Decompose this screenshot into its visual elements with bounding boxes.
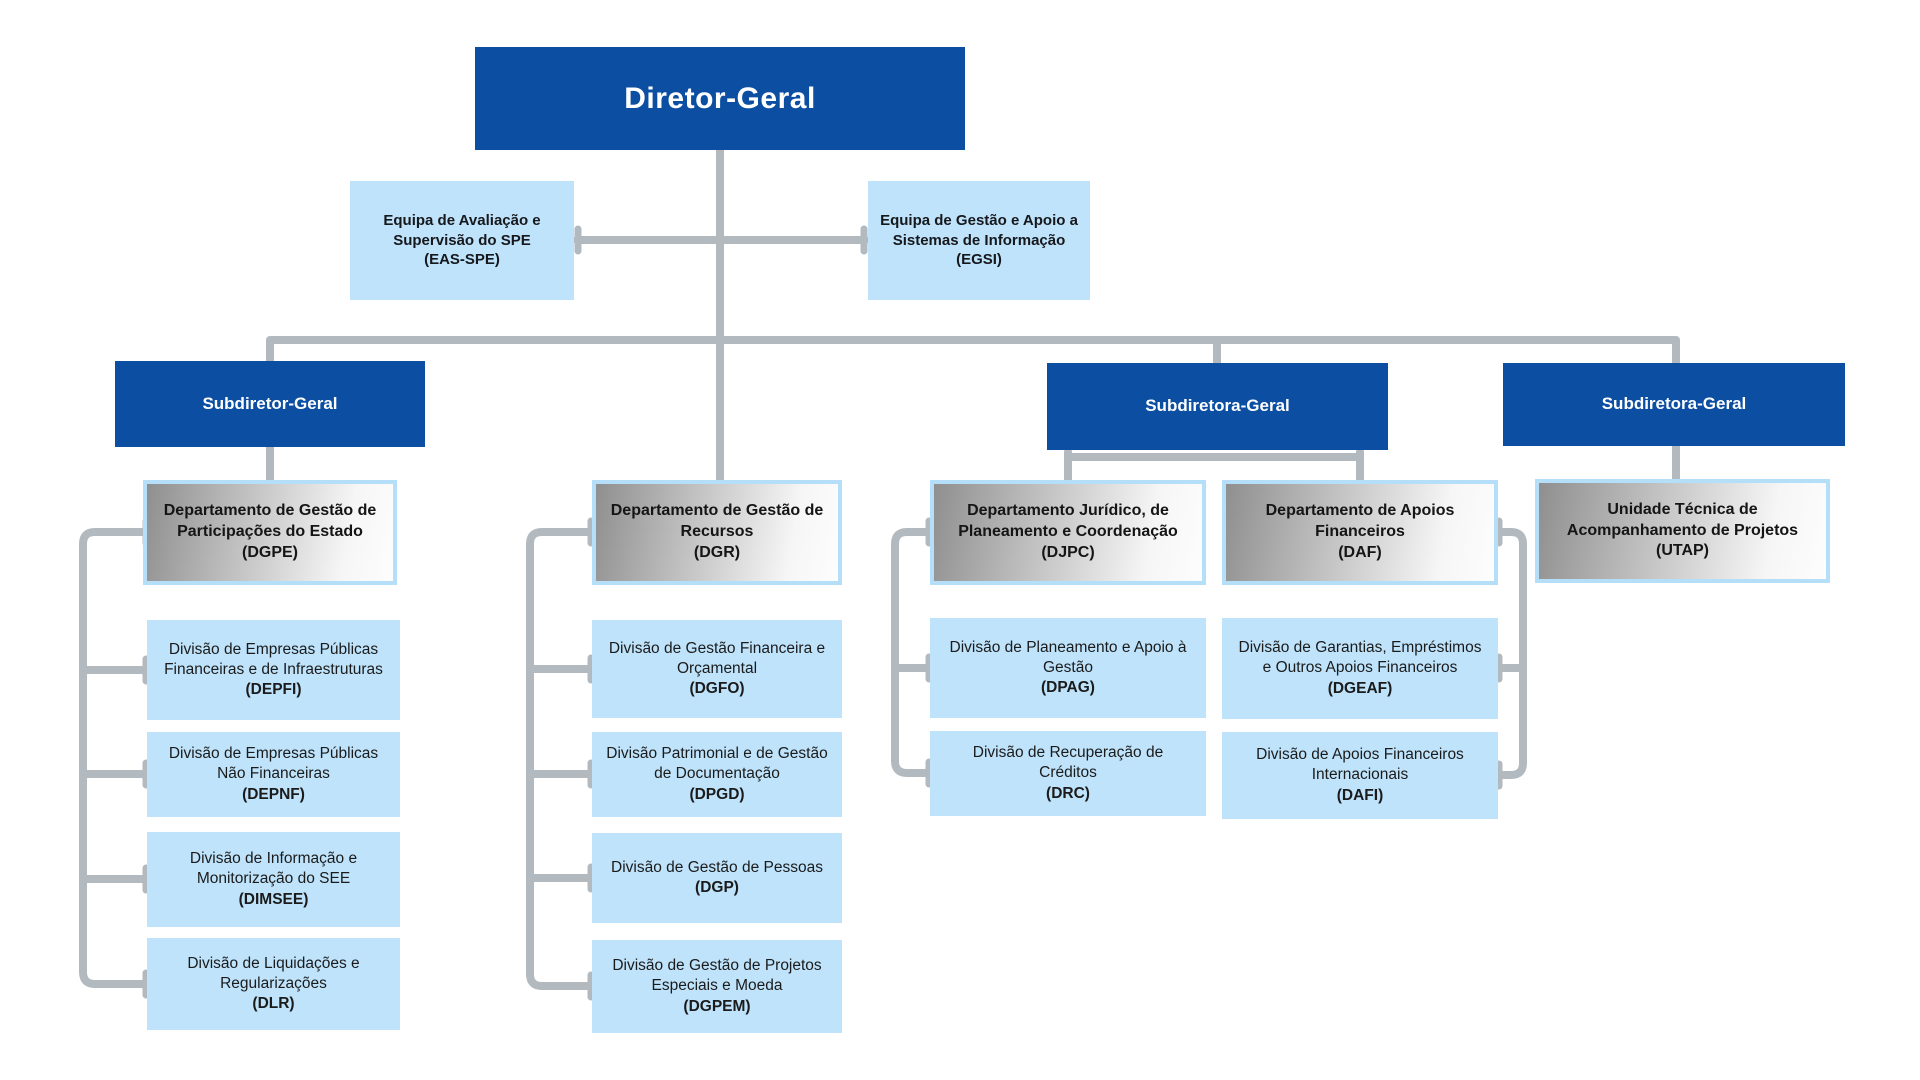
department-acronym: (UTAP)	[1655, 542, 1710, 560]
box-dept-dgr: Departamento de Gestão de Recursos (DGR)	[592, 480, 842, 585]
box-division-dgp: Divisão de Gestão de Pessoas (DGP)	[592, 833, 842, 923]
connector-distributor	[266, 336, 1680, 366]
department-name: Departamento de Gestão de Participações …	[163, 502, 377, 541]
connector-stubs-dgpe	[79, 666, 151, 883]
department-acronym: (DAF)	[1338, 543, 1382, 561]
subdirector-label: Subdiretor-Geral	[202, 393, 338, 413]
division-acronym: (DRC)	[1046, 784, 1090, 802]
box-diretor-geral: Diretor-Geral	[475, 47, 965, 150]
connector-stubs-dgr	[526, 665, 596, 882]
division-acronym: (DAFI)	[1336, 786, 1384, 804]
division-name: Divisão de Empresas Públicas Não Finance…	[168, 745, 379, 783]
connector-sub2-split	[1064, 448, 1364, 484]
division-name: Divisão de Recuperação de Créditos	[972, 744, 1164, 782]
division-acronym: (DPGD)	[689, 785, 745, 803]
box-division-drc: Divisão de Recuperação de Créditos (DRC)	[930, 731, 1206, 816]
division-name: Divisão de Gestão de Projetos Especiais …	[612, 957, 822, 995]
department-name: Departamento Jurídico, de Planeamento e …	[958, 502, 1178, 541]
division-name: Divisão de Gestão de Pessoas	[611, 858, 823, 876]
department-acronym: (DJPC)	[1041, 543, 1095, 561]
division-acronym: (DIMSEE)	[238, 890, 309, 908]
box-division-dpgd: Divisão Patrimonial e de Gestão de Docum…	[592, 732, 842, 817]
box-dept-djpc: Departamento Jurídico, de Planeamento e …	[930, 480, 1206, 585]
division-name: Divisão de Empresas Públicas Financeiras…	[164, 640, 383, 678]
box-staff-eas-spe: Equipa de Avaliação e Supervisão do SPE …	[350, 181, 574, 300]
box-division-depnf: Divisão de Empresas Públicas Não Finance…	[147, 732, 400, 817]
box-division-dlr: Divisão de Liquidações e Regularizações …	[147, 938, 400, 1030]
division-acronym: (DEPNF)	[242, 785, 305, 803]
box-division-dimsee: Divisão de Informação e Monitorização do…	[147, 832, 400, 927]
division-name: Divisão de Informação e Monitorização do…	[189, 850, 358, 888]
connector-spine-daf	[1494, 528, 1527, 779]
division-acronym: (DGPEM)	[683, 997, 751, 1015]
box-division-dgfo: Divisão de Gestão Financeira e Orçamenta…	[592, 620, 842, 718]
division-name: Divisão de Apoios Financeiros Internacio…	[1256, 746, 1464, 784]
box-division-dpag: Divisão de Planeamento e Apoio à Gestão …	[930, 618, 1206, 718]
division-name: Divisão de Planeamento e Apoio à Gestão	[949, 638, 1187, 676]
staff-acronym: (EGSI)	[956, 251, 1002, 269]
staff-acronym: (EAS-SPE)	[424, 251, 500, 269]
department-name: Departamento de Gestão de Recursos	[610, 502, 824, 541]
division-name: Divisão de Garantias, Empréstimos e Outr…	[1238, 639, 1482, 677]
division-acronym: (DGEAF)	[1327, 679, 1393, 697]
division-acronym: (DGFO)	[689, 680, 745, 698]
connector-spine-dgpe	[79, 528, 151, 988]
division-name: Divisão de Liquidações e Regularizações	[187, 954, 360, 992]
staff-name: Equipa de Gestão e Apoio a Sistemas de I…	[880, 212, 1078, 249]
department-name: Unidade Técnica de Acompanhamento de Pro…	[1566, 500, 1799, 539]
subdirector-label: Subdiretora-Geral	[1601, 394, 1747, 414]
connector-spine-djpc	[891, 528, 934, 777]
division-acronym: (DPAG)	[1041, 679, 1095, 697]
box-subdiretora-geral-3: Subdiretora-Geral	[1503, 363, 1845, 446]
department-name: Departamento de Apoios Financeiros	[1265, 502, 1455, 541]
division-acronym: (DEPFI)	[245, 681, 302, 699]
diretor-geral-label: Diretor-Geral	[624, 82, 816, 115]
division-acronym: (DGP)	[695, 879, 739, 896]
division-acronym: (DLR)	[252, 995, 295, 1013]
department-acronym: (DGR)	[693, 543, 741, 561]
division-name: Divisão de Gestão Financeira e Orçamenta…	[608, 639, 826, 677]
box-division-dafi: Divisão de Apoios Financeiros Internacio…	[1222, 732, 1498, 819]
box-dept-dgpe: Departamento de Gestão de Participações …	[143, 480, 397, 585]
box-staff-egsi: Equipa de Gestão e Apoio a Sistemas de I…	[868, 181, 1090, 300]
box-subdiretora-geral-2: Subdiretora-Geral	[1047, 363, 1388, 450]
connector-spine-dgr	[526, 528, 596, 990]
box-dept-utap: Unidade Técnica de Acompanhamento de Pro…	[1535, 479, 1830, 583]
box-division-dgpem: Divisão de Gestão de Projetos Especiais …	[592, 940, 842, 1033]
department-acronym: (DGPE)	[242, 543, 298, 561]
box-division-dgeaf: Divisão de Garantias, Empréstimos e Outr…	[1222, 618, 1498, 719]
box-dept-daf: Departamento de Apoios Financeiros (DAF)	[1222, 480, 1498, 585]
box-division-depfi: Divisão de Empresas Públicas Financeiras…	[147, 620, 400, 720]
division-name: Divisão Patrimonial e de Gestão de Docum…	[606, 745, 828, 783]
box-subdiretor-geral-1: Subdiretor-Geral	[115, 361, 425, 447]
subdirector-label: Subdiretora-Geral	[1145, 396, 1290, 416]
staff-name: Equipa de Avaliação e Supervisão do SPE	[383, 212, 541, 249]
